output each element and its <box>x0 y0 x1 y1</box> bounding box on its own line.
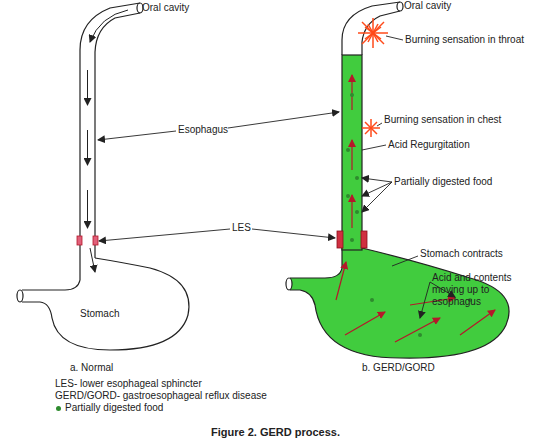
gerd-esophagus <box>342 55 362 250</box>
normal-esophagus <box>80 3 143 258</box>
symptom-label: Burning sensation in throat <box>405 34 524 46</box>
panel-label: a. Normal <box>70 362 113 374</box>
legend-text: Partially digested food <box>65 402 163 414</box>
les-sphincter <box>77 236 98 245</box>
content-label: Partially digested food <box>394 176 492 188</box>
abbreviation-note: LES- lower esophageal sphincter <box>55 378 202 390</box>
abbreviation-note: GERD/GORD- gastroesophageal reflux disea… <box>55 390 267 402</box>
part-label: Esophagus <box>178 124 228 136</box>
organ-label: Stomach <box>80 308 119 320</box>
part-label: Oral cavity <box>404 0 451 12</box>
burning-starburst <box>358 18 388 137</box>
stomach-shape: Stomach <box>0 250 200 360</box>
legend-swatch <box>56 406 61 411</box>
stomach-outline <box>0 250 200 360</box>
part-label: Oral cavity <box>142 2 189 14</box>
figure-caption: Figure 2. GERD process. <box>0 426 551 438</box>
gerd-oral-tube <box>342 2 403 55</box>
process-label: Acid and contents moving up to esophagus <box>432 272 540 308</box>
symptom-label: Burning sensation in chest <box>384 114 501 126</box>
symptom-label: Acid Regurgitation <box>388 139 470 151</box>
food-flow-arrows <box>88 10 129 272</box>
part-label: LES <box>232 222 251 234</box>
process-label: Stomach contracts <box>420 248 503 260</box>
panel-label: b. GERD/GORD <box>362 362 435 374</box>
gerd-les-sphincter <box>337 231 367 248</box>
